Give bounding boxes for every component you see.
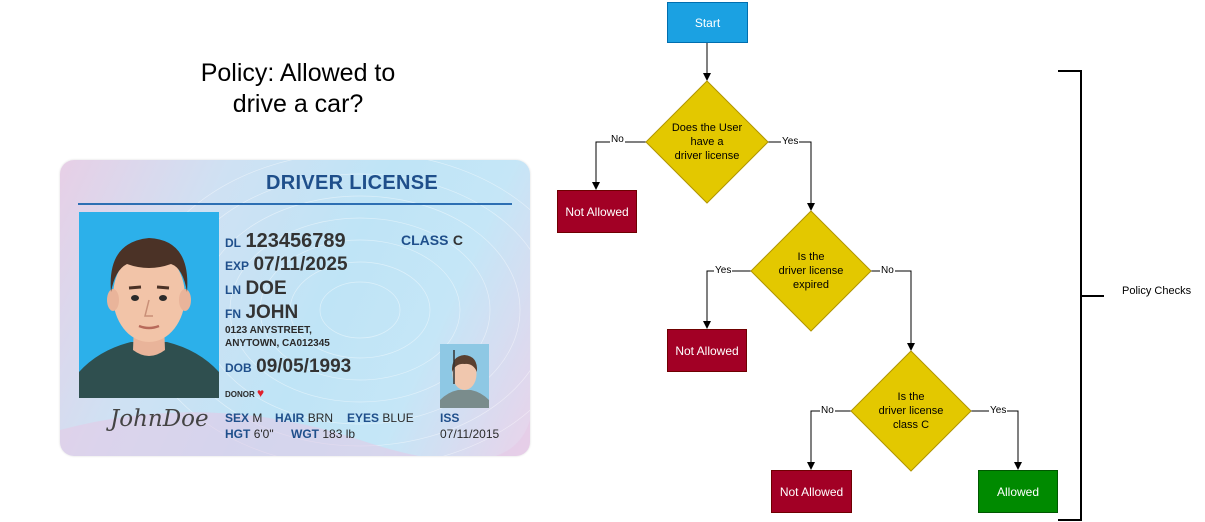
address-field: 0123 ANYSTREET, ANYTOWN, CA012345 [225,324,330,350]
decision2-line-2: driver license [778,265,844,277]
card-guilloche-pattern [60,160,530,456]
start-node: Start [667,2,748,43]
policy-checks-label: Policy Checks [1122,285,1192,297]
edge-decision2-no [871,270,915,351]
decision1-line-1: Does the User [671,122,743,134]
license-photo [79,212,219,398]
policy-checks-brace [1058,70,1082,521]
decision-expired-shape [750,210,872,332]
dob-field: DOB 09/05/1993 [225,356,351,378]
wgt-value: 183 lb [322,427,356,441]
edge-label-decision3-yes: Yes [989,405,1008,417]
driver-license-card: DRIVER LICENSE DL 123456789 [60,160,530,456]
allowed-node: Allowed [978,470,1058,513]
edge-decision3-yes [971,410,1022,470]
decision1-line-3: driver license [674,150,740,162]
edge-label-decision1-yes: Yes [781,136,800,148]
fn-value: JOHN [245,302,299,323]
class-value: C [452,232,464,248]
heart-icon: ♥ [257,386,265,400]
wgt-field: WGT 183 lb [291,427,355,441]
hgt-value: 6'0" [253,427,274,441]
decision-has-license-shape [645,80,769,204]
edge-decision1-yes [768,141,815,211]
iss-value-field: 07/11/2015 [440,427,499,441]
hgt-field: HGT 6'0" [225,427,274,441]
decision3-line-1: Is the [897,391,925,403]
not-allowed-node-2: Not Allowed [667,329,747,372]
decision-class-c-shape [850,350,972,472]
decision1-line-2: have a [690,136,724,148]
decision2-line-1: Is the [797,251,825,263]
address-line-2: ANYTOWN, CA012345 [225,338,330,349]
edge-label-decision2-no: No [880,265,895,277]
edge-decision1-no [592,141,646,190]
ln-label: LN [225,283,241,297]
signature: JohnDoe [110,406,209,432]
decision3-line-2: driver license [878,405,944,417]
edge-decision3-no [807,410,851,470]
sex-label: SEX [225,411,250,425]
fn-label: FN [225,307,241,321]
card-title: DRIVER LICENSE [266,172,439,194]
address-line-1: 0123 ANYSTREET, [225,325,312,336]
eyes-field: EYES BLUE [347,411,414,425]
policy-title-line-2: drive a car? [232,90,364,118]
donor-label: DONOR [225,390,255,399]
hgt-label: HGT [225,427,251,441]
decision-has-license-label: Does the User have a driver license [662,121,752,163]
wgt-label: WGT [291,427,319,441]
ln-value: DOE [245,278,287,299]
fn-field: FN JOHN [225,302,298,324]
decision2-line-3: expired [792,279,830,291]
exp-value: 07/11/2025 [253,254,348,275]
class-field: CLASS C [401,232,463,250]
dl-label: DL [225,236,241,250]
exp-field: EXP 07/11/2025 [225,254,348,276]
eyes-label: EYES [347,411,380,425]
edge-label-decision3-no: No [820,405,835,417]
iss-value: 07/11/2015 [440,427,500,441]
donor-field: DONOR ♥ [225,386,264,400]
iss-label-field: ISS [440,411,459,425]
edge-label-decision2-yes: Yes [714,265,733,277]
exp-label: EXP [225,259,250,273]
dob-value: 09/05/1993 [256,356,352,377]
policy-title: Policy: Allowed to drive a car? [150,58,446,120]
dl-field: DL 123456789 [225,230,346,253]
not-allowed-node-3: Not Allowed [771,470,852,513]
dl-value: 123456789 [245,230,346,252]
decision-class-c-label: Is the driver license class C [866,390,956,432]
edge-decision2-yes [703,270,751,329]
ghost-photo [440,344,489,408]
decision-expired-label: Is the driver license expired [766,250,856,292]
eyes-value: BLUE [382,411,414,425]
decision3-line-3: class C [892,419,930,431]
class-label: CLASS [401,232,449,248]
not-allowed-node-1: Not Allowed [557,190,637,233]
hair-label: HAIR [275,411,305,425]
sex-value: M [252,411,263,425]
dob-label: DOB [225,361,252,375]
hair-field: HAIR BRN [275,411,333,425]
sex-field: SEX M [225,411,262,425]
policy-title-line-1: Policy: Allowed to [200,59,396,87]
ln-field: LN DOE [225,278,287,300]
iss-label: ISS [440,411,460,425]
hair-value: BRN [307,411,334,425]
edge-label-decision1-no: No [610,134,625,146]
card-title-divider [78,203,512,205]
